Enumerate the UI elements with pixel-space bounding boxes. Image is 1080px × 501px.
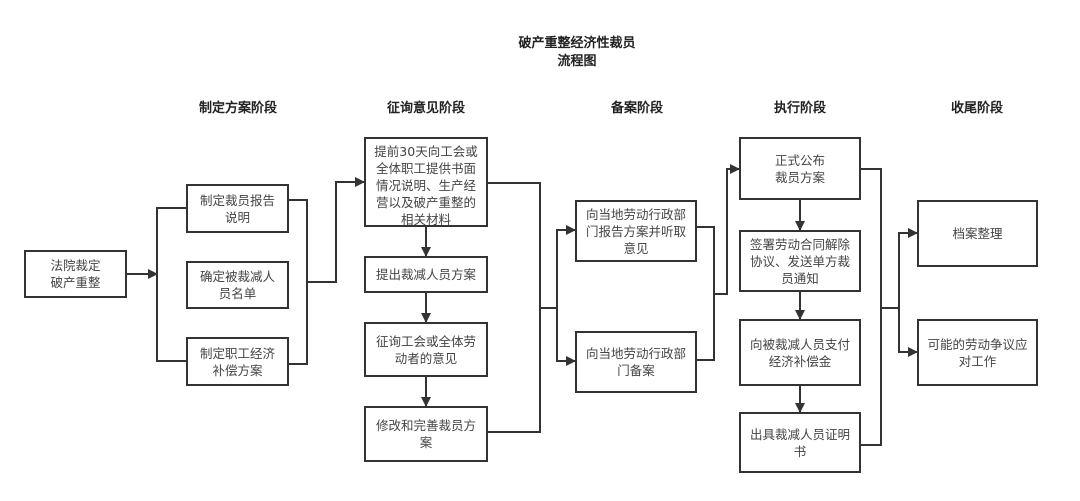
arrow-filing-2 [556, 308, 576, 366]
node-sign-termination: 签署劳动合同解除协议、发送单方裁员通知 [739, 230, 861, 292]
arrow-closing-1 [898, 228, 918, 308]
arrow-closing-2 [898, 308, 918, 357]
stage-consult: 征询意见阶段 [386, 101, 465, 116]
node-announce-plan: 正式公布裁员方案 [739, 137, 861, 200]
node-court-ruling: 法院裁定破产重整 [24, 250, 127, 298]
bracket-plan-left [156, 207, 186, 362]
node-report-authority: 向当地劳动行政部门报告方案并听取意见 [575, 200, 697, 262]
node-layoff-report: 制定裁员报告说明 [186, 184, 289, 233]
chart-subtitle: 流程图 [557, 54, 597, 69]
bracket-consult-right [488, 182, 557, 433]
node-issue-certificate: 出具裁减人员证明书 [739, 412, 861, 473]
node-seek-opinion: 征询工会或全体劳动者的意见 [364, 322, 488, 377]
bracket-filing-right [697, 169, 739, 361]
arrow-filing-1 [556, 225, 576, 308]
node-layoff-list: 确定被裁减人员名单 [186, 261, 289, 309]
node-pay-compensation: 向被裁减人员支付经济补偿金 [739, 319, 861, 386]
node-file-authority: 向当地劳动行政部门备案 [575, 331, 697, 393]
node-revise-plan: 修改和完善裁员方案 [364, 406, 488, 462]
node-dispute-handling: 可能的劳动争议应对工作 [917, 319, 1038, 386]
node-advance-notice: 提前30天向工会或全体职工提供书面情况说明、生产经营以及破产重整的相关材料 [364, 137, 488, 227]
bracket-exec-right [861, 168, 899, 446]
stage-plan: 制定方案阶段 [198, 101, 277, 116]
node-compensation-plan: 制定职工经济补偿方案 [186, 337, 289, 386]
bracket-plan-right [289, 182, 364, 365]
node-propose-plan: 提出裁减人员方案 [364, 256, 488, 293]
chart-title: 破产重整经济性裁员 [518, 36, 636, 51]
node-archive: 档案整理 [917, 200, 1038, 267]
stage-execute: 执行阶段 [773, 101, 826, 116]
stage-closing: 收尾阶段 [950, 101, 1003, 116]
stage-filing: 备案阶段 [610, 101, 663, 116]
